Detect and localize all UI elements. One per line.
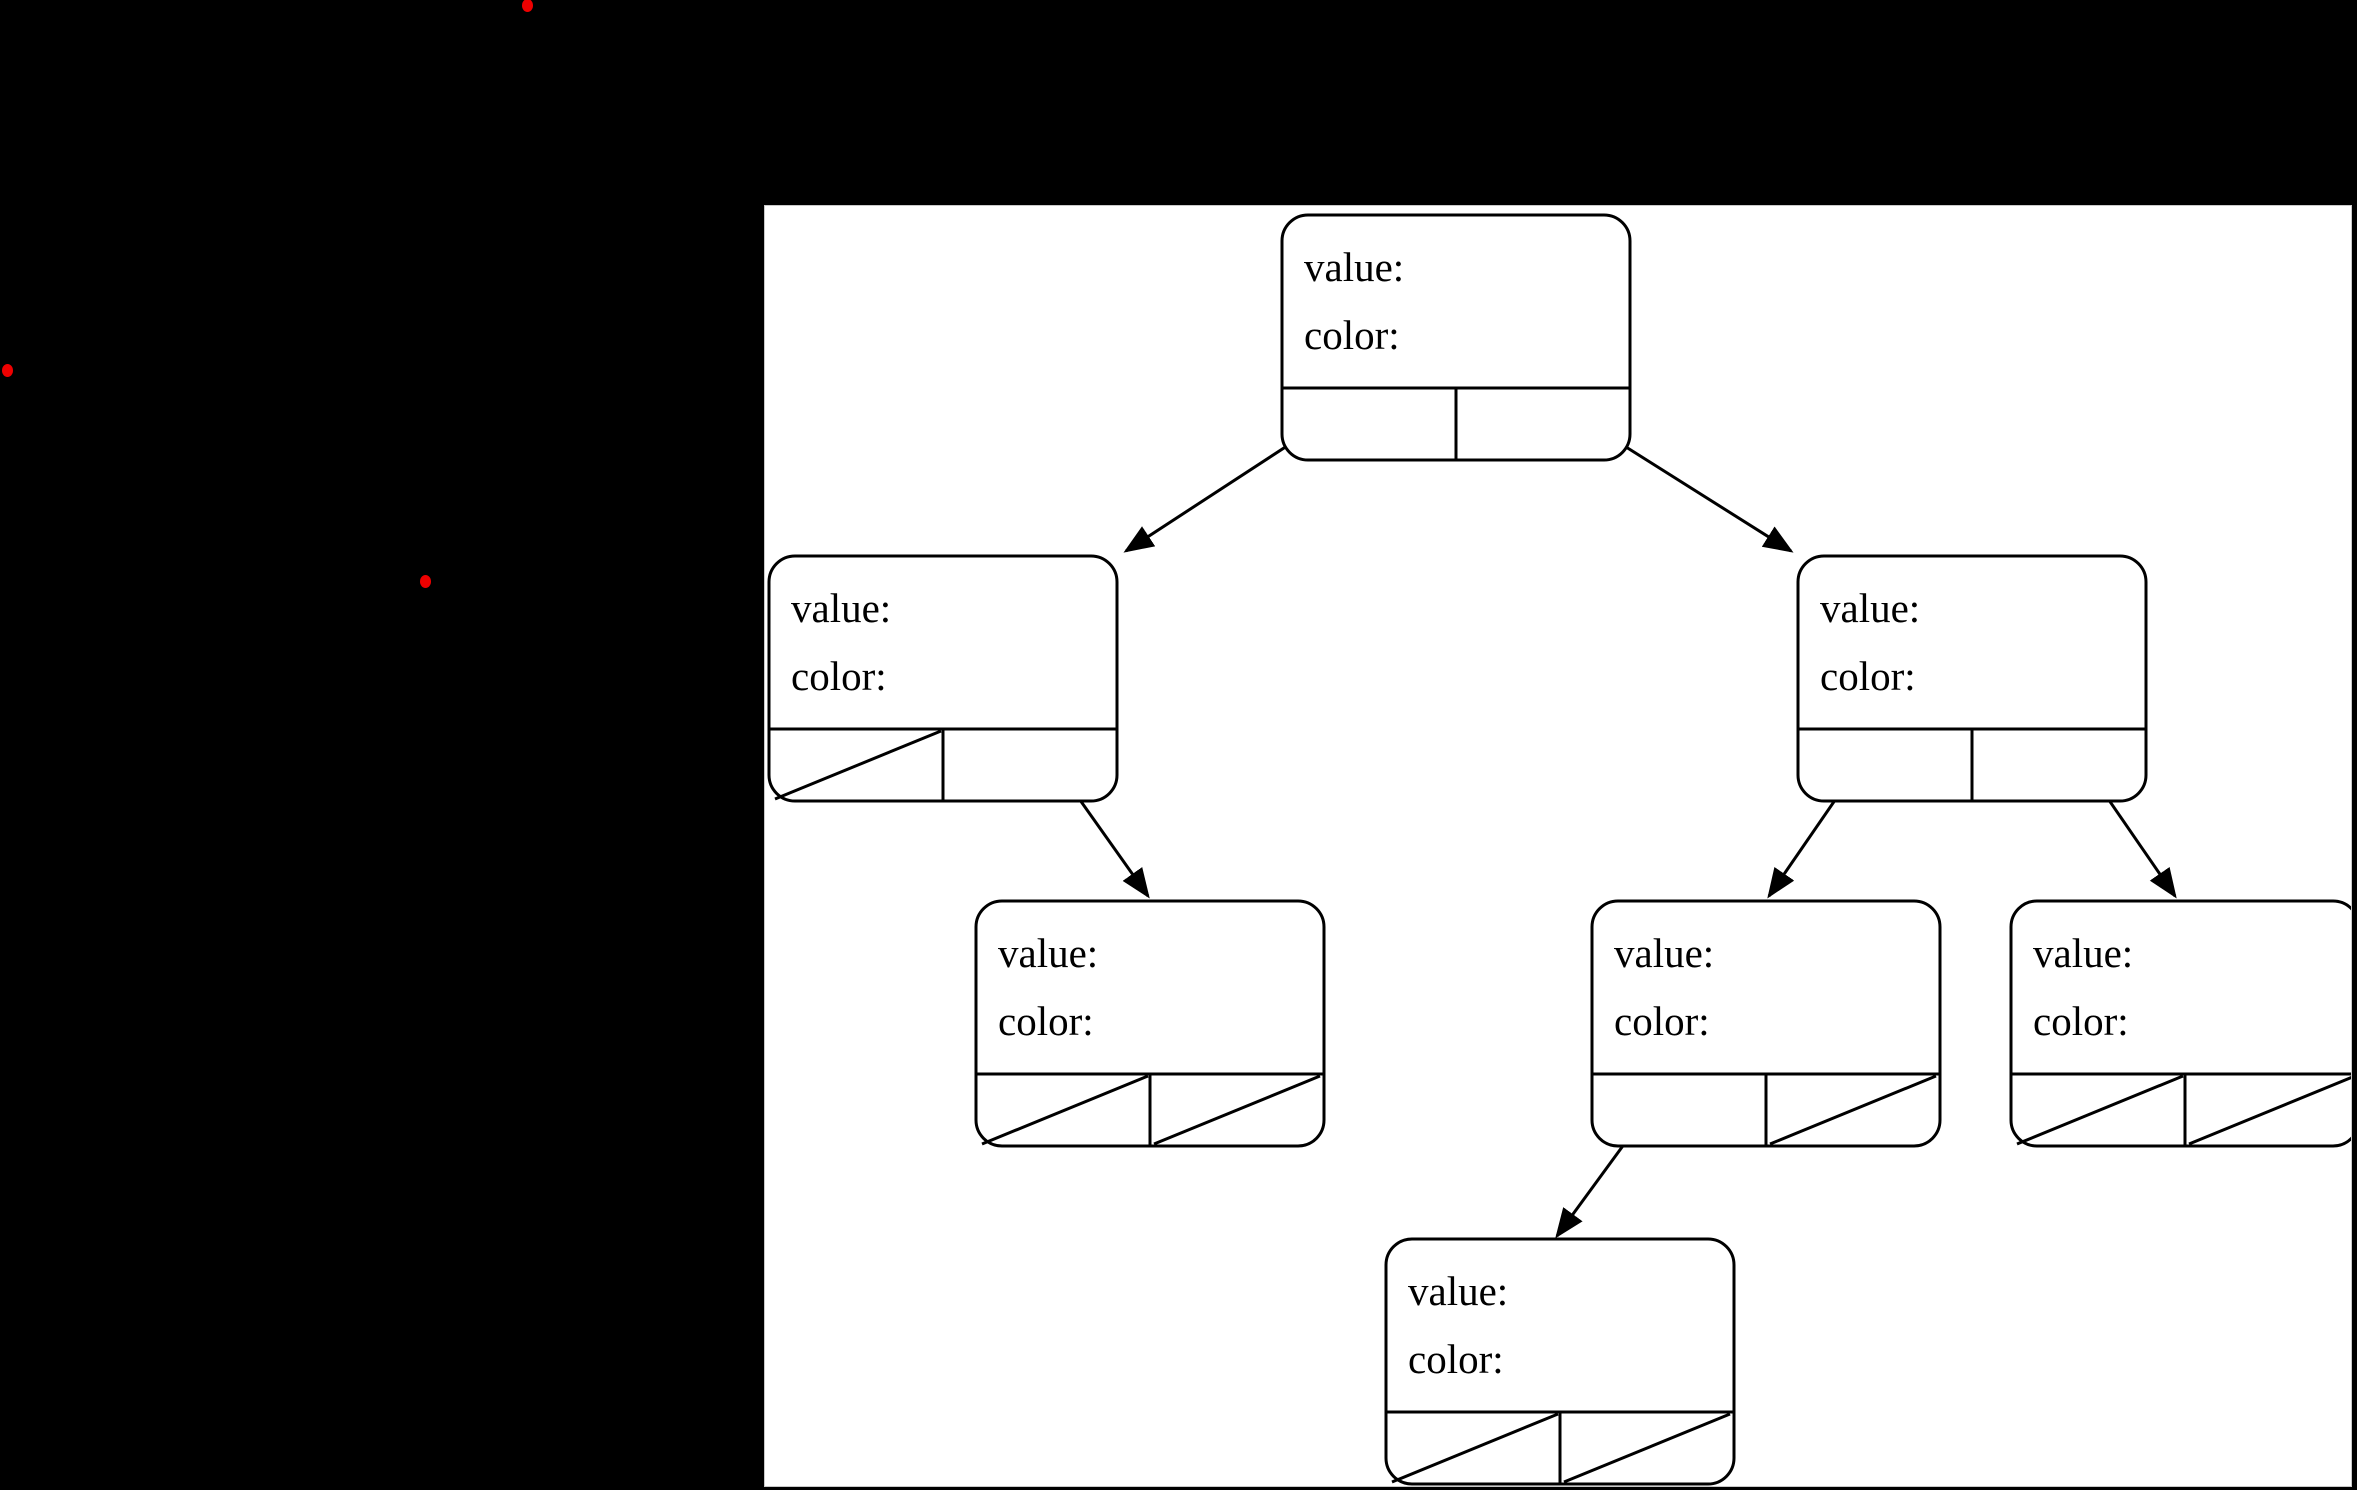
node-value-label: value:	[791, 585, 891, 631]
node-color-label: color:	[1304, 312, 1400, 358]
right-null-slash-icon	[2188, 1076, 2351, 1146]
right-null-slash-icon	[1769, 1074, 1937, 1146]
node-color-label: color:	[791, 653, 887, 699]
node-value-label: value:	[1408, 1268, 1508, 1314]
node-value-label: value:	[1820, 585, 1920, 631]
red-dot-middle	[420, 575, 431, 588]
node-value-label: value:	[1304, 244, 1404, 290]
node-layer: value:color:value:color:value:color:valu…	[767, 213, 2352, 1486]
node-value-label: value:	[2033, 930, 2133, 976]
node-value-label: value:	[998, 930, 1098, 976]
diagram-canvas[interactable]: value:color:value:color:value:color:valu…	[764, 205, 2352, 1487]
node-color-label: color:	[2033, 998, 2129, 1044]
left-null-slash-icon	[774, 729, 942, 801]
node-value-label: value:	[1614, 930, 1714, 976]
red-dot-left	[2, 364, 13, 377]
tree-node-right-left[interactable]: value: color:	[1590, 899, 1942, 1148]
node-color-label: color:	[1820, 653, 1916, 699]
tree-node-right[interactable]: value: color:	[1796, 554, 2148, 803]
left-null-slash-icon	[1391, 1412, 1559, 1484]
tree-node-left[interactable]: value: color:	[767, 554, 1119, 803]
node-color-label: color:	[1408, 1336, 1504, 1382]
tree-node-root[interactable]: value: color:	[1280, 213, 1632, 462]
red-dot-top	[522, 0, 533, 12]
right-null-slash-icon	[1563, 1412, 1731, 1484]
left-null-slash-icon	[981, 1074, 1149, 1146]
binary-tree-diagram: value:color:value:color:value:color:valu…	[767, 213, 2352, 1486]
tree-node-deep[interactable]: value: color:	[1384, 1237, 1736, 1486]
tree-node-right-right[interactable]: value: color:	[2009, 899, 2352, 1148]
left-null-slash-icon	[2016, 1074, 2184, 1146]
node-color-label: color:	[1614, 998, 1710, 1044]
tree-node-left-right[interactable]: value: color:	[974, 899, 1326, 1148]
node-color-label: color:	[998, 998, 1094, 1044]
right-null-slash-icon	[1153, 1074, 1321, 1146]
